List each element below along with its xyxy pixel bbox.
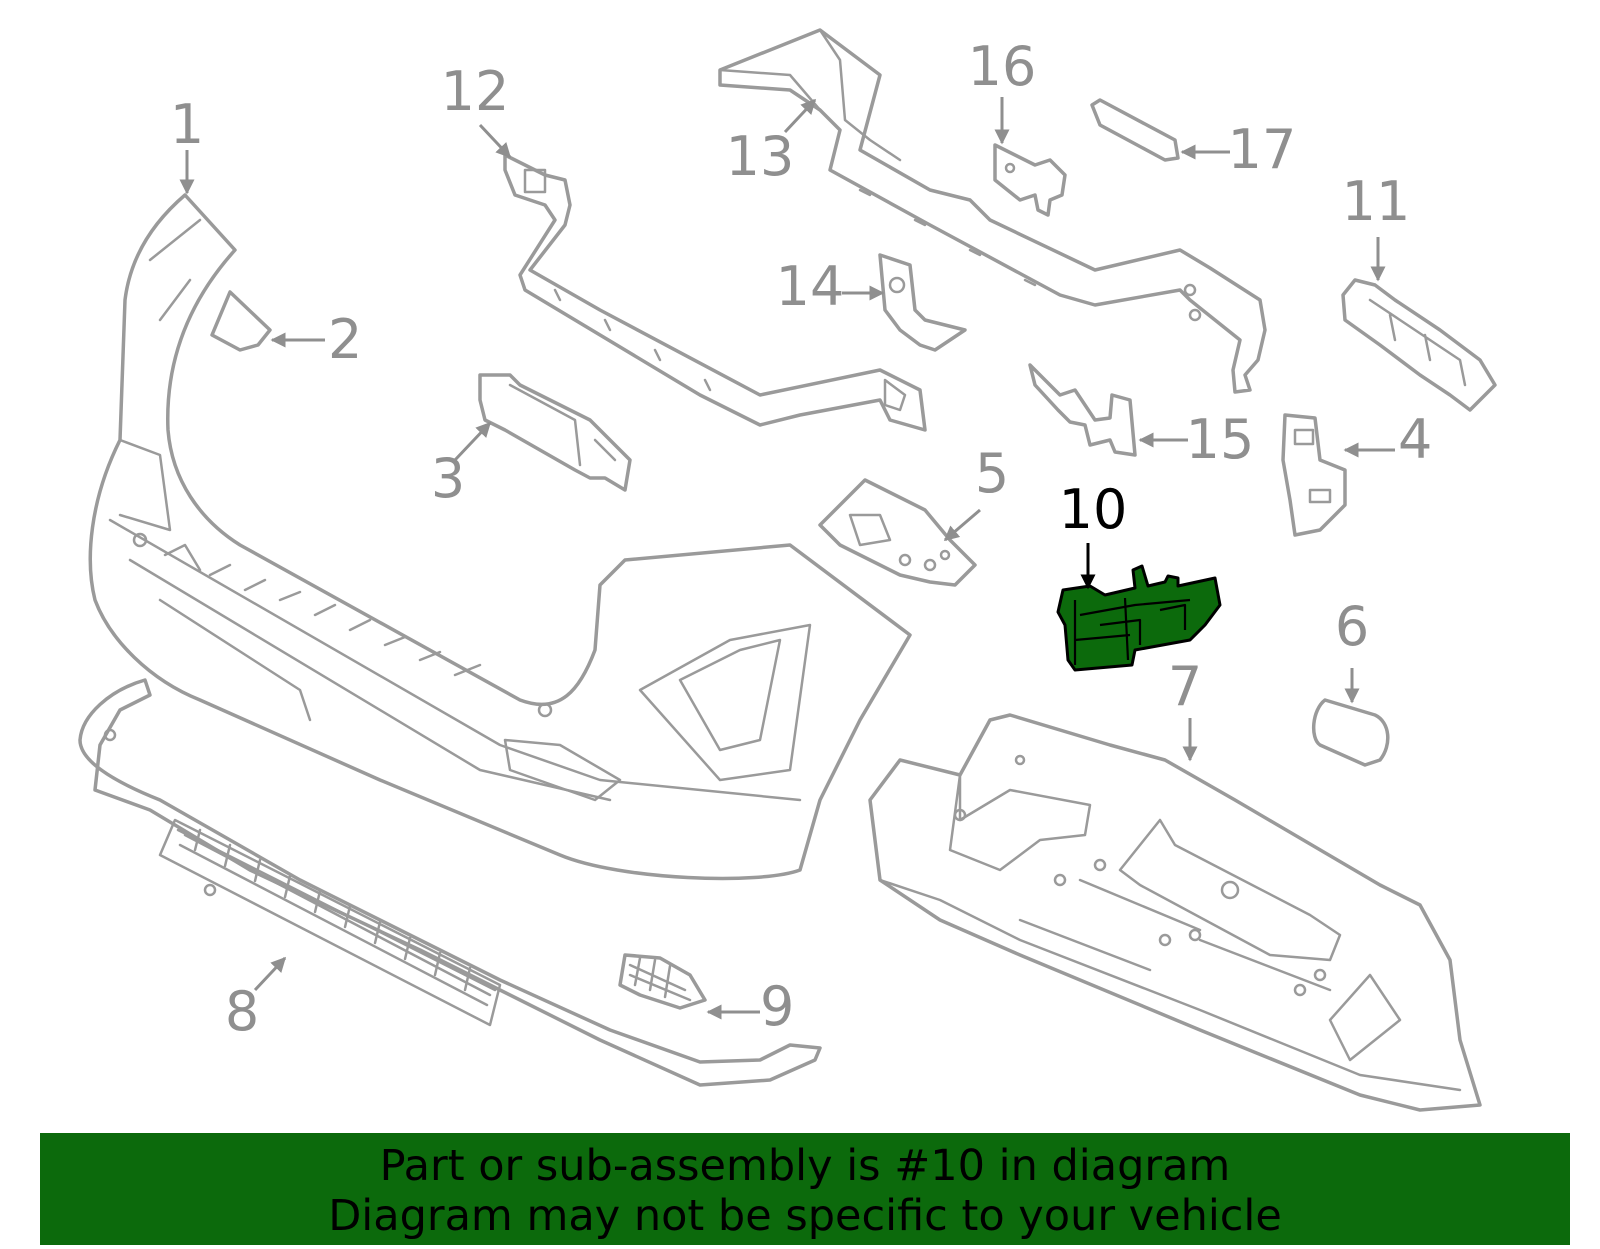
part-17-strip bbox=[1090, 98, 1180, 162]
part-16-clip bbox=[993, 143, 1067, 217]
part-10-bracket-highlighted[interactable] bbox=[1056, 564, 1222, 672]
part-14-bracket bbox=[878, 253, 967, 352]
callout-10: 10 bbox=[1059, 478, 1128, 541]
callout-13: 13 bbox=[726, 125, 795, 188]
part-7-undertray bbox=[868, 713, 1482, 1112]
callout-5: 5 bbox=[975, 442, 1009, 505]
part-12-reinforcement-bar bbox=[503, 153, 927, 432]
part-9-grille-insert bbox=[618, 953, 707, 1010]
callout-labels: 1 2 3 4 5 6 7 8 9 10 11 12 13 14 15 16 1… bbox=[170, 35, 1433, 1043]
part-15-bracket bbox=[1028, 363, 1137, 457]
callout-leaders bbox=[179, 97, 1395, 1020]
callout-12: 12 bbox=[441, 60, 510, 123]
callout-17: 17 bbox=[1228, 118, 1297, 181]
callout-2: 2 bbox=[328, 308, 362, 371]
banner-line-2: Diagram may not be specific to your vehi… bbox=[328, 1191, 1282, 1241]
banner-line-1: Part or sub-assembly is #10 in diagram bbox=[379, 1141, 1231, 1191]
callout-16: 16 bbox=[968, 35, 1037, 98]
callout-14: 14 bbox=[776, 255, 845, 318]
part-3-bracket bbox=[478, 373, 632, 492]
part-4-bracket bbox=[1281, 413, 1347, 537]
callout-6: 6 bbox=[1335, 595, 1369, 658]
part-6-plug bbox=[1312, 698, 1390, 767]
part-8-lower-valance bbox=[78, 678, 822, 1087]
info-banner: Part or sub-assembly is #10 in diagram D… bbox=[40, 1133, 1570, 1245]
part-2-reflector bbox=[210, 290, 272, 352]
callout-7: 7 bbox=[1168, 655, 1202, 718]
part-1-bumper-cover bbox=[88, 193, 912, 881]
callout-1: 1 bbox=[170, 93, 204, 156]
callout-15: 15 bbox=[1186, 408, 1255, 471]
part-11-bracket bbox=[1341, 278, 1497, 412]
callout-4: 4 bbox=[1398, 408, 1432, 471]
callout-3: 3 bbox=[431, 447, 465, 510]
callout-11: 11 bbox=[1342, 170, 1411, 233]
callout-8: 8 bbox=[225, 980, 259, 1043]
part-5-bracket bbox=[818, 478, 977, 587]
callout-9: 9 bbox=[760, 975, 794, 1038]
part-13-upper-beam bbox=[718, 28, 1267, 394]
